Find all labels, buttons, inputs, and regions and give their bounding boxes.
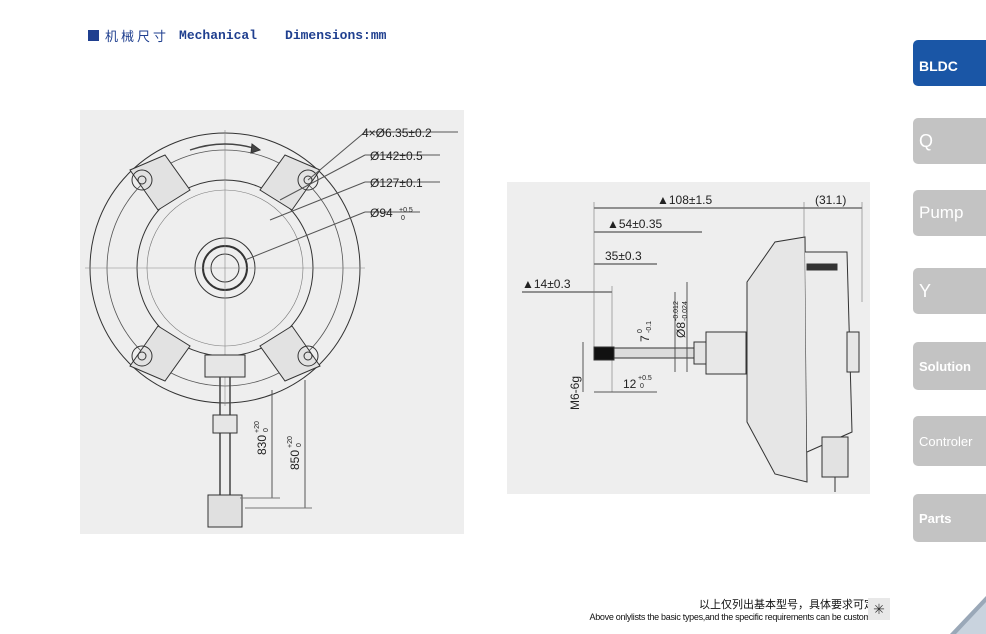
front-view-drawing: 4×Ø6.35±0.2 Ø142±0.5 Ø127±0.1 Ø94 +0.5 0…: [80, 110, 464, 534]
dim-l850-tol-lower: 0: [296, 443, 303, 447]
dim-7-tol-lower: -0.1: [646, 321, 653, 333]
header-title-en-2: Dimensions:mm: [285, 28, 387, 43]
tab-y[interactable]: Y: [913, 268, 986, 314]
side-view-svg: ▲108±1.5 (31.1) ▲54±0.35 35±0.3 ▲14±0.3 …: [522, 193, 863, 492]
dim-14: ▲14±0.3: [522, 277, 571, 291]
cable-outlet: [821, 436, 849, 478]
mount-hole: [131, 169, 153, 191]
motor-body: [746, 236, 808, 483]
mount-hole: [297, 345, 319, 367]
tab-solution[interactable]: Solution: [913, 342, 986, 390]
dim-12-tol-lower: 0: [640, 383, 644, 390]
dim-l830: 830: [255, 435, 269, 455]
dim-l830-tol-upper: +20: [254, 421, 261, 433]
dim-d94-tol-upper: +0.5: [399, 207, 413, 214]
dim-d8-tol-lower: -0.024: [682, 301, 689, 321]
dim-d94: Ø94: [370, 206, 393, 220]
header-title-cn: 机械尺寸: [105, 29, 170, 44]
footer-note: 以上仅列出基本型号，具体要求可定制 Above onlylists the ba…: [589, 596, 887, 622]
section-header: 机械尺寸 Mechanical Dimensions:mm: [88, 26, 386, 45]
dim-12-tol-upper: +0.5: [638, 375, 652, 382]
dim-31: (31.1): [815, 193, 846, 207]
dim-d8: Ø8: [674, 322, 688, 338]
dim-d8-tol-upper: -0.012: [673, 301, 680, 321]
tab-q[interactable]: Q: [913, 118, 986, 164]
dim-7-tol-upper: 0: [637, 329, 644, 333]
footer-note-en: Above onlylists the basic types,and the …: [589, 612, 887, 622]
connector-plug: [207, 494, 243, 528]
dim-d94-tol-lower: 0: [401, 215, 405, 222]
side-view-drawing: ▲108±1.5 (31.1) ▲54±0.35 35±0.3 ▲14±0.3 …: [507, 182, 870, 494]
tab-parts[interactable]: Parts: [913, 494, 986, 542]
square-bullet-icon: [88, 30, 99, 41]
dim-54: ▲54±0.35: [607, 217, 662, 231]
dim-108: ▲108±1.5: [657, 193, 712, 207]
dim-7: 7: [638, 335, 652, 342]
dim-m6: M6-6g: [568, 376, 582, 410]
tab-bldc[interactable]: BLDC: [913, 40, 986, 86]
dim-35: 35±0.3: [605, 249, 642, 263]
dim-12: 12: [623, 377, 637, 391]
dim-d142: Ø142±0.5: [370, 149, 423, 163]
front-view-svg: 4×Ø6.35±0.2 Ø142±0.5 Ø127±0.1 Ø94 +0.5 0…: [85, 126, 458, 528]
header-title-en-1: Mechanical: [179, 28, 258, 43]
dim-l830-tol-lower: 0: [263, 428, 270, 432]
dim-holes: 4×Ø6.35±0.2: [362, 126, 432, 140]
tab-pump[interactable]: Pump: [913, 190, 986, 236]
footer-note-cn: 以上仅列出基本型号，具体要求可定制: [699, 599, 886, 611]
threaded-shaft-end: [593, 346, 615, 361]
page-corner-icon[interactable]: [950, 596, 986, 634]
tab-controller[interactable]: Controler: [913, 416, 986, 466]
dim-l850-tol-upper: +20: [287, 436, 294, 448]
asterisk-icon: ✳: [868, 598, 890, 620]
dim-l850: 850: [288, 450, 302, 470]
mount-hole: [131, 345, 153, 367]
dim-d127: Ø127±0.1: [370, 176, 423, 190]
